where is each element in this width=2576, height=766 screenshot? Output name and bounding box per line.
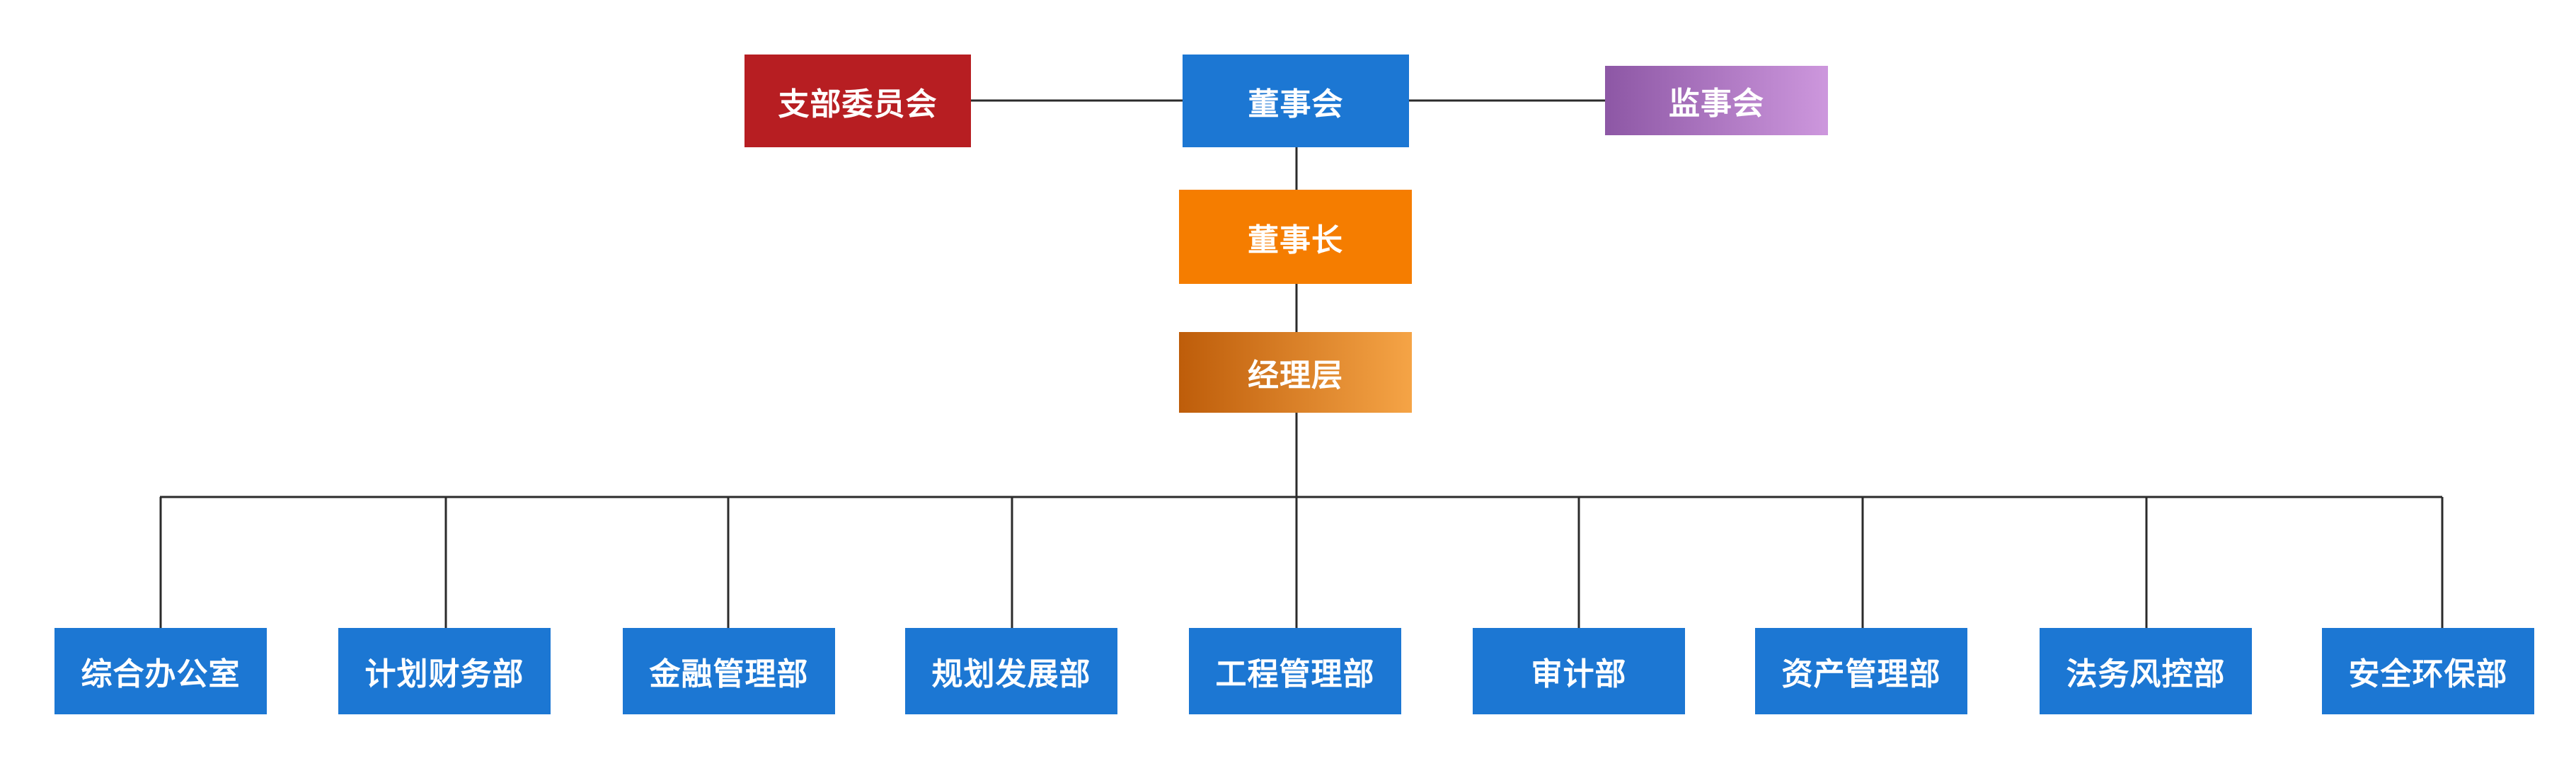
department-node-engineering-management: 工程管理部 (1189, 628, 1401, 714)
board-node: 董事会 (1183, 55, 1409, 147)
department-label: 计划财务部 (364, 656, 524, 692)
department-label: 规划发展部 (931, 656, 1091, 692)
party-committee-node: 支部委员会 (744, 55, 971, 147)
department-node-safety-environment: 安全环保部 (2322, 628, 2534, 714)
department-label: 工程管理部 (1215, 656, 1375, 692)
department-label: 法务风控部 (2066, 656, 2226, 692)
department-label: 金融管理部 (649, 656, 809, 692)
department-label: 审计部 (1531, 656, 1627, 692)
department-node-legal-risk-control: 法务风控部 (2040, 628, 2252, 714)
department-node-planning-finance: 计划财务部 (338, 628, 551, 714)
department-node-general-office: 综合办公室 (54, 628, 267, 714)
management-label: 经理层 (1248, 358, 1343, 394)
department-label: 安全环保部 (2348, 656, 2508, 692)
department-node-financial-management: 金融管理部 (623, 628, 835, 714)
chairman-label: 董事长 (1248, 222, 1343, 258)
board-label: 董事会 (1248, 86, 1344, 122)
supervisory-board-node: 监事会 (1605, 66, 1828, 135)
party-committee-label: 支部委员会 (778, 86, 938, 122)
department-node-asset-management: 资产管理部 (1755, 628, 1967, 714)
department-label: 资产管理部 (1781, 656, 1941, 692)
management-node: 经理层 (1179, 332, 1412, 413)
supervisory-board-label: 监事会 (1669, 86, 1764, 122)
department-node-planning-development: 规划发展部 (905, 628, 1117, 714)
department-node-audit: 审计部 (1473, 628, 1685, 714)
chairman-node: 董事长 (1179, 190, 1412, 284)
department-label: 综合办公室 (81, 656, 241, 692)
